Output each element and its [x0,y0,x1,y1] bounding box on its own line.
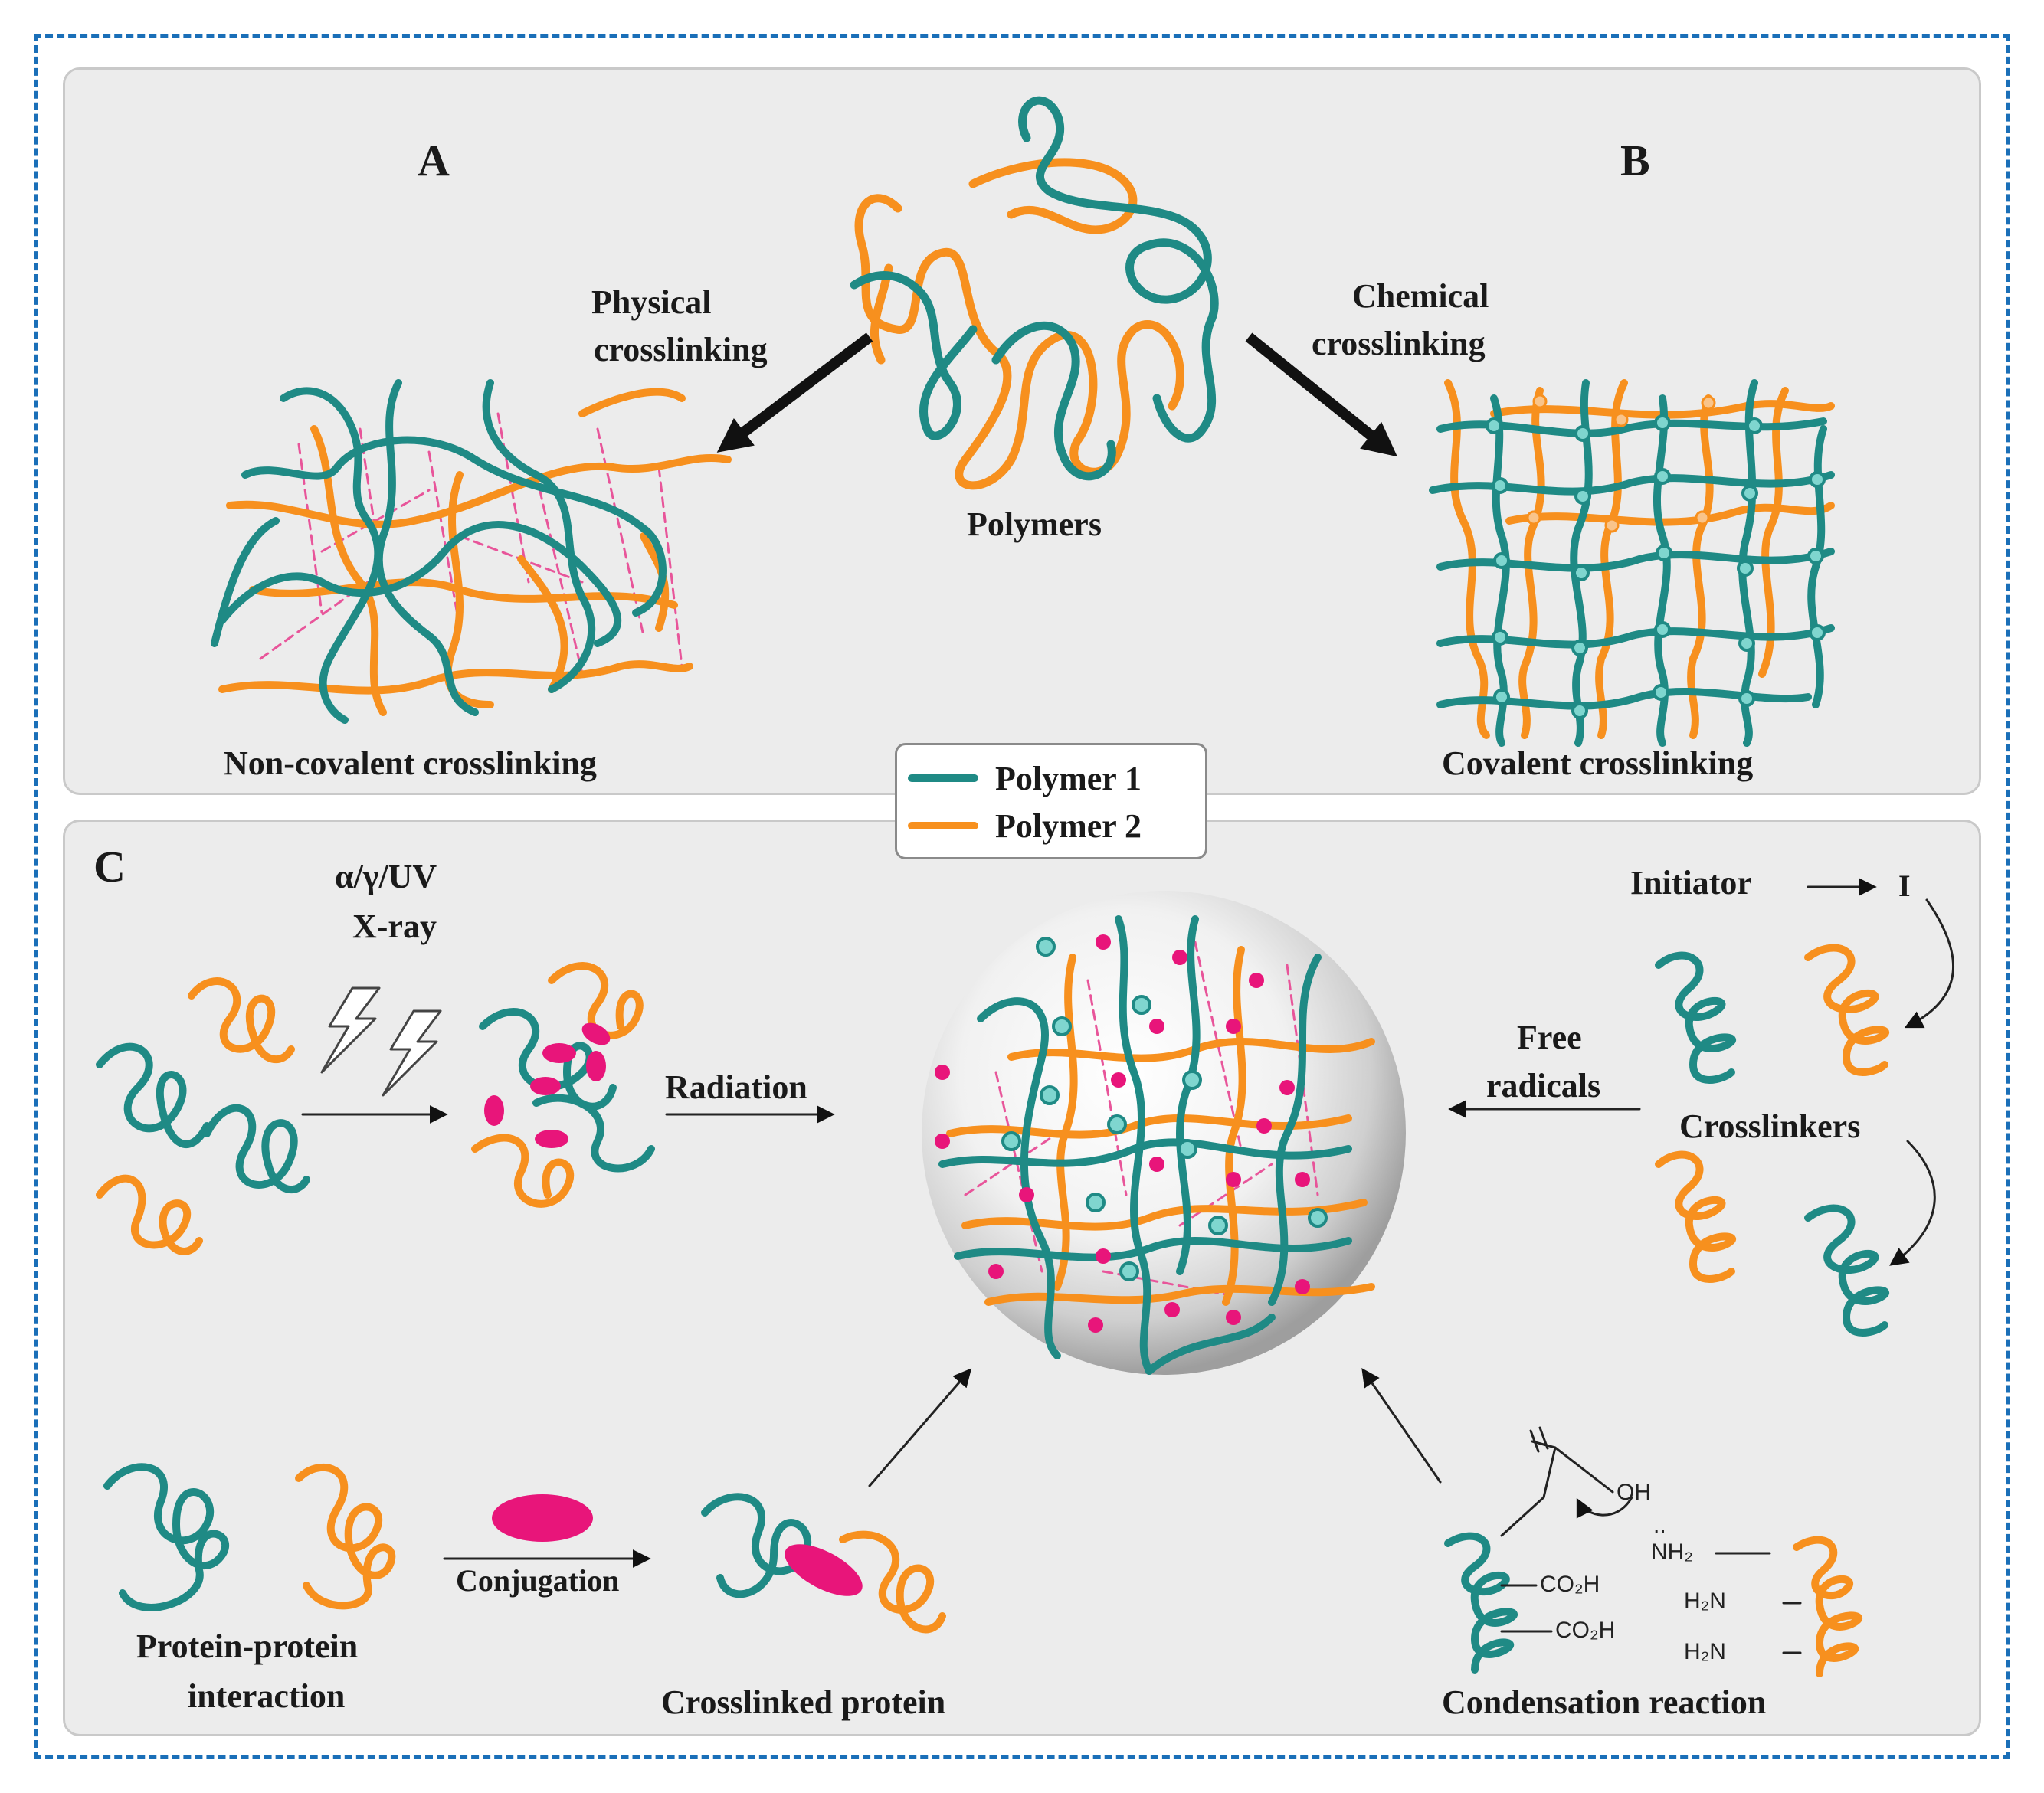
arrow-chemical [1245,332,1397,457]
conjugation-label: Conjugation [456,1563,620,1598]
label-c: C [93,842,126,892]
legend: Polymer 1 Polymer 2 [895,743,1207,859]
chem-h2n-1: H₂N [1684,1589,1726,1614]
condensation-label: Condensation reaction [1442,1683,1767,1721]
legend-swatch-teal [908,774,978,782]
free-radicals-1: Free [1517,1019,1582,1056]
legend-polymer1-label: Polymer 1 [995,759,1142,797]
noncovalent-network [211,379,732,724]
polymers-label: Polymers [967,506,1102,543]
crosslinked-protein-label: Crosslinked protein [661,1683,946,1721]
radiation-bonds [484,1022,611,1148]
free-radical-route [1448,878,1954,1337]
polymers-coil [850,96,1219,490]
legend-polymer2-label: Polymer 2 [995,807,1142,845]
condensation-route [1361,1368,1863,1677]
ppi-label-2: interaction [188,1677,346,1715]
initiator-product: I [1898,869,1911,903]
dashed-frame [34,34,2010,1759]
noncovalent-label: Non-covalent crosslinking [224,744,597,782]
legend-swatch-orange [908,822,978,829]
arrow-physical [716,332,873,453]
radiation-types-2: X-ray [352,908,437,945]
free-radicals-2: radicals [1486,1067,1601,1104]
physical-label-2: crosslinking [594,331,768,368]
conjugation-route [103,1368,972,1634]
legend-polymer2: Polymer 2 [908,807,1142,845]
sphere-dots [935,934,1310,1333]
chem-oh: OH [1617,1480,1651,1505]
chem-co2h-2: CO₂H [1555,1618,1616,1643]
chem-co2h-1: CO₂H [1540,1572,1600,1597]
sphere-nodes [1001,937,1328,1281]
radiation-label: Radiation [665,1068,807,1106]
initiator-label: Initiator [1630,864,1752,901]
label-b: B [1620,136,1650,185]
radiation-types-1: α/γ/UV [335,858,437,895]
legend-polymer1: Polymer 1 [908,759,1142,797]
chemical-label-2: crosslinking [1312,325,1486,362]
covalent-nodes [1486,414,1826,719]
lightning-icons [320,986,442,1097]
covalent-label: Covalent crosslinking [1442,744,1754,782]
crosslinkers-label: Crosslinkers [1679,1108,1861,1145]
physical-label-1: Physical [591,283,712,321]
ppi-label-1: Protein-protein [136,1628,359,1665]
radiation-route [96,962,835,1255]
chemical-label-1: Chemical [1352,277,1489,315]
chem-h2n-2: H₂N [1684,1639,1726,1664]
hydrogel-sphere [922,891,1406,1375]
label-a: A [418,136,450,185]
covalent-network [1429,379,1835,747]
chem-nh2: NH₂ [1651,1539,1693,1565]
chem-lone-pair: .. [1653,1513,1666,1538]
